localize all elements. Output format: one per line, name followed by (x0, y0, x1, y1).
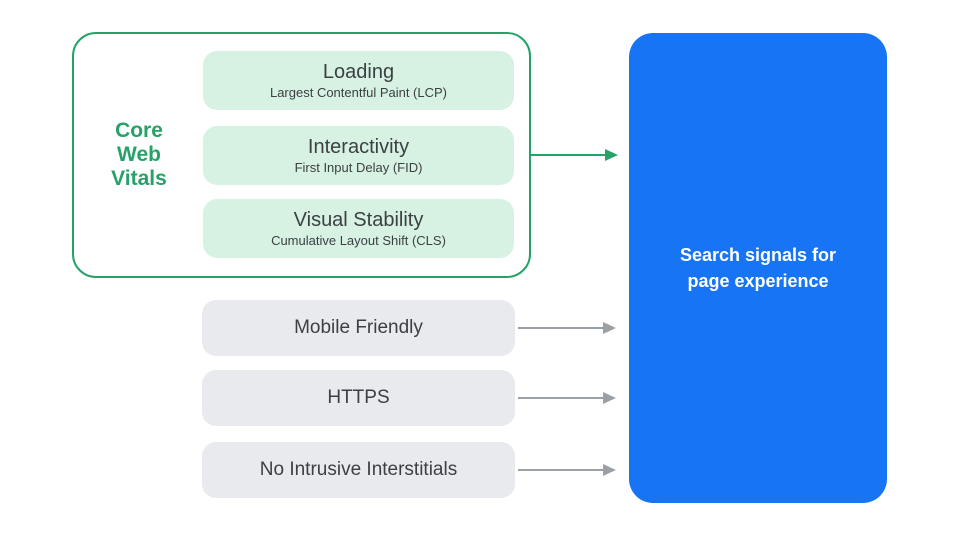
signal-label: HTTPS (327, 387, 390, 408)
metric-title: Interactivity (307, 136, 410, 158)
signal-card-mobile-friendly: Mobile Friendly (202, 300, 515, 356)
metric-card-loading: Loading Largest Contentful Paint (LCP) (203, 51, 514, 110)
signal-label: No Intrusive Interstitials (259, 459, 458, 480)
gray-arrow-icon (518, 464, 616, 476)
search-signals-label: Search signals for page experience (679, 245, 837, 291)
green-arrow-icon (531, 149, 618, 161)
signal-card-no-intrusive-interstitials: No Intrusive Interstitials (202, 442, 515, 498)
signal-label: Mobile Friendly (294, 317, 423, 338)
core-web-vitals-group-outline (72, 32, 531, 278)
metric-card-interactivity: Interactivity First Input Delay (FID) (203, 126, 514, 185)
metric-title: Loading (322, 61, 395, 83)
search-signals-result-box: Search signals for page experience (629, 33, 887, 503)
core-web-vitals-label: Core Web Vitals (111, 119, 167, 190)
metric-subtitle: First Input Delay (FID) (294, 160, 423, 175)
metric-title: Visual Stability (293, 209, 424, 231)
gray-arrow-icon (518, 322, 616, 334)
metric-subtitle: Cumulative Layout Shift (CLS) (271, 233, 446, 248)
signal-card-https: HTTPS (202, 370, 515, 426)
gray-arrow-icon (518, 392, 616, 404)
metric-subtitle: Largest Contentful Paint (LCP) (269, 85, 448, 100)
metric-card-visual-stability: Visual Stability Cumulative Layout Shift… (203, 199, 514, 258)
